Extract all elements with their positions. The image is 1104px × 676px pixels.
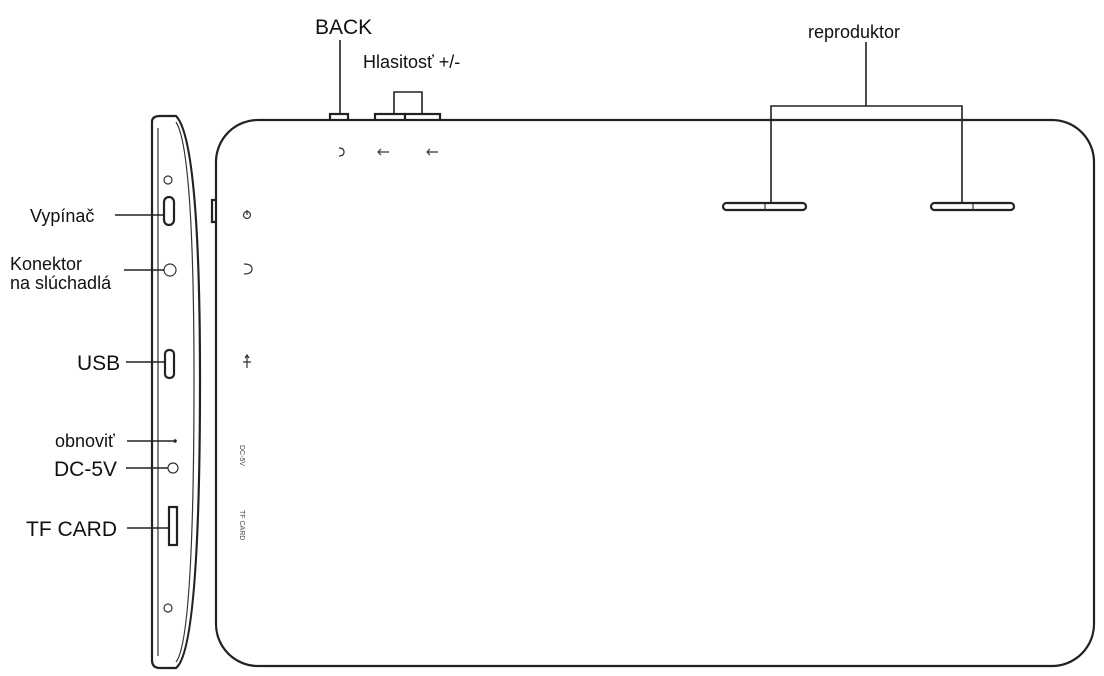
dc-print-mark: DC-5V [238,445,245,466]
tablet-side-view [150,114,202,670]
headphone-label-line2: na slúchadlá [10,273,112,293]
power-switch-button [162,195,176,227]
tablet-body [214,118,1096,668]
usb-symbol-icon [243,353,251,368]
power-switch-label: Vypínač [30,206,94,226]
speaker-label: reproduktor [808,22,900,42]
tf-card-slot [167,505,179,547]
headphone-symbol-icon [243,263,253,275]
tf-print-mark: TF CARD [238,510,245,540]
tablet-front-view: DC-5V TF CARD [210,112,1096,668]
volume-up-icon [426,148,438,156]
back-label: BACK [315,16,372,39]
volume-down-icon [377,148,389,156]
reset-hole-icon [173,439,177,443]
volume-leader-bracket [393,91,423,114]
speaker-leader-bracket [770,105,963,203]
side-view-outline [150,114,202,670]
usb-label: USB [77,352,120,375]
dc-label: DC-5V [54,458,117,481]
volume-label: Hlasitosť +/- [363,52,460,72]
bottom-screw-icon [163,603,173,613]
back-icon [338,147,345,157]
side-view-back-curve [175,121,195,663]
top-screw-icon [163,175,173,185]
reset-label: obnoviť [55,431,115,451]
usb-port [163,348,176,380]
tf-card-label: TF CARD [26,518,117,541]
headphone-label-line1: Konektor [10,254,82,274]
